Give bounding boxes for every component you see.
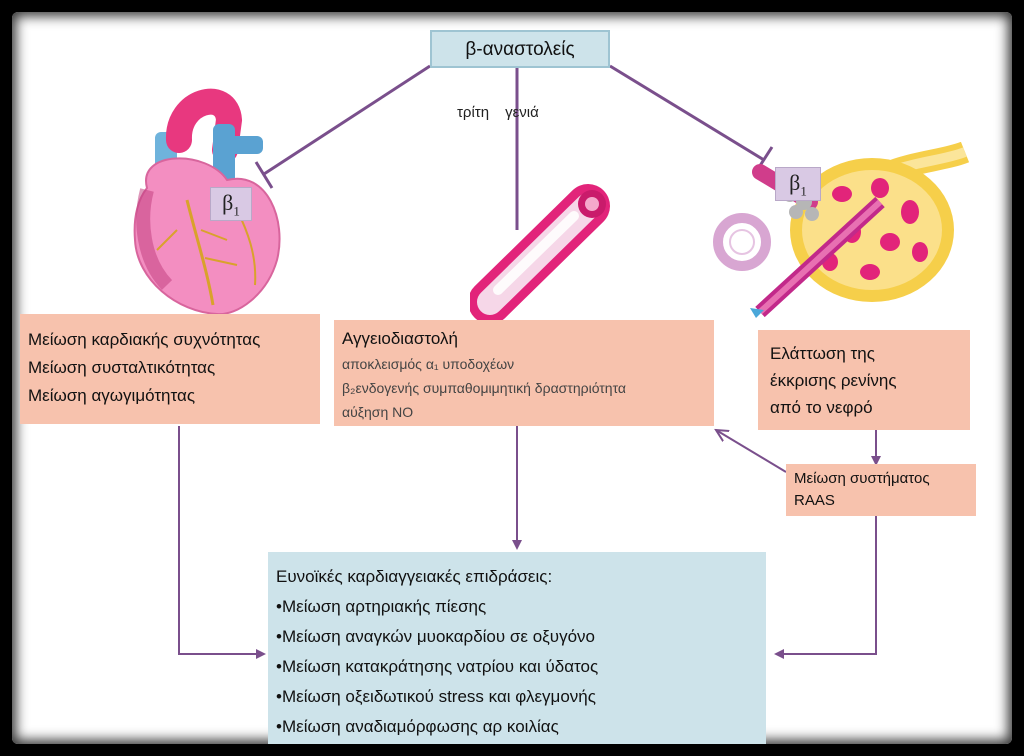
effect-item-remodeling: •Μείωση αναδιαμόρφωσης αρ κοιλίας bbox=[276, 717, 559, 736]
vessel-illustration bbox=[470, 184, 610, 324]
arrow-heart-to-effects bbox=[178, 426, 266, 659]
inhibit-bar-heart bbox=[254, 161, 274, 189]
arrow-raas-to-vessel bbox=[716, 430, 787, 473]
raas-line-1: Μείωση συστήματος bbox=[794, 470, 930, 487]
vasodilation-title: Αγγειοδιαστολή bbox=[342, 329, 458, 348]
arrow-raas-to-effects bbox=[774, 516, 877, 659]
page-title: β-αναστολείς bbox=[465, 39, 575, 60]
vasodilation-no: αύξηση ΝΟ bbox=[342, 404, 414, 420]
heart-effects-box: Μείωση καρδιακής συχνότητας Μείωση συστα… bbox=[20, 314, 320, 424]
connector-arrows bbox=[178, 64, 881, 659]
heart-illustration bbox=[133, 88, 281, 316]
beta-blockers-title-box: β-αναστολείς bbox=[430, 30, 610, 68]
heart-effect-rate: Μείωση καρδιακής συχνότητας bbox=[28, 330, 261, 349]
vasodilation-box: Αγγειοδιαστολή αποκλεισμός α₁ υποδοχέων … bbox=[334, 320, 714, 426]
effect-item-sodium-retention: •Μείωση κατακράτησης νατρίου και ύδατος bbox=[276, 657, 599, 676]
renin-box: Ελάττωση της έκκρισης ρενίνης από το νεφ… bbox=[758, 330, 970, 430]
raas-box: Μείωση συστήματος RAAS bbox=[786, 464, 976, 516]
arrow-to-kidney bbox=[609, 64, 765, 162]
beta1-receptor-kidney: β1 bbox=[775, 167, 821, 201]
beta1-receptor-heart: β1 bbox=[210, 187, 252, 221]
renin-line-1: Ελάττωση της bbox=[770, 344, 875, 363]
raas-line-2: RAAS bbox=[794, 492, 835, 509]
effect-item-blood-pressure: •Μείωση αρτηριακής πίεσης bbox=[276, 597, 487, 616]
effect-item-oxidative-stress: •Μείωση οξειδωτικού stress και φλεγμονής bbox=[276, 687, 596, 706]
renin-line-3: από το νεφρό bbox=[770, 398, 873, 417]
effect-item-oxygen-demand: •Μείωση αναγκών μυοκαρδίου σε οξυγόνο bbox=[276, 627, 595, 646]
kidney-illustration bbox=[713, 142, 970, 318]
heart-effect-conduction: Μείωση αγωγιμότητας bbox=[28, 386, 196, 405]
arrow-to-heart bbox=[263, 64, 431, 176]
renin-line-2: έκκρισης ρενίνης bbox=[770, 371, 897, 390]
heart-effect-contractility: Μείωση συσταλτικότητας bbox=[28, 358, 216, 377]
vasodilation-alpha1: αποκλεισμός α₁ υποδοχέων bbox=[342, 356, 515, 372]
vasodilation-beta2-isa: β₂ενδογενής συμπαθομιμητική δραστηριότητ… bbox=[342, 380, 627, 396]
effects-title: Ευνοϊκές καρδιαγγειακές επιδράσεις: bbox=[276, 567, 553, 586]
beneficial-effects-box: Ευνοϊκές καρδιαγγειακές επιδράσεις: •Μεί… bbox=[268, 552, 766, 744]
